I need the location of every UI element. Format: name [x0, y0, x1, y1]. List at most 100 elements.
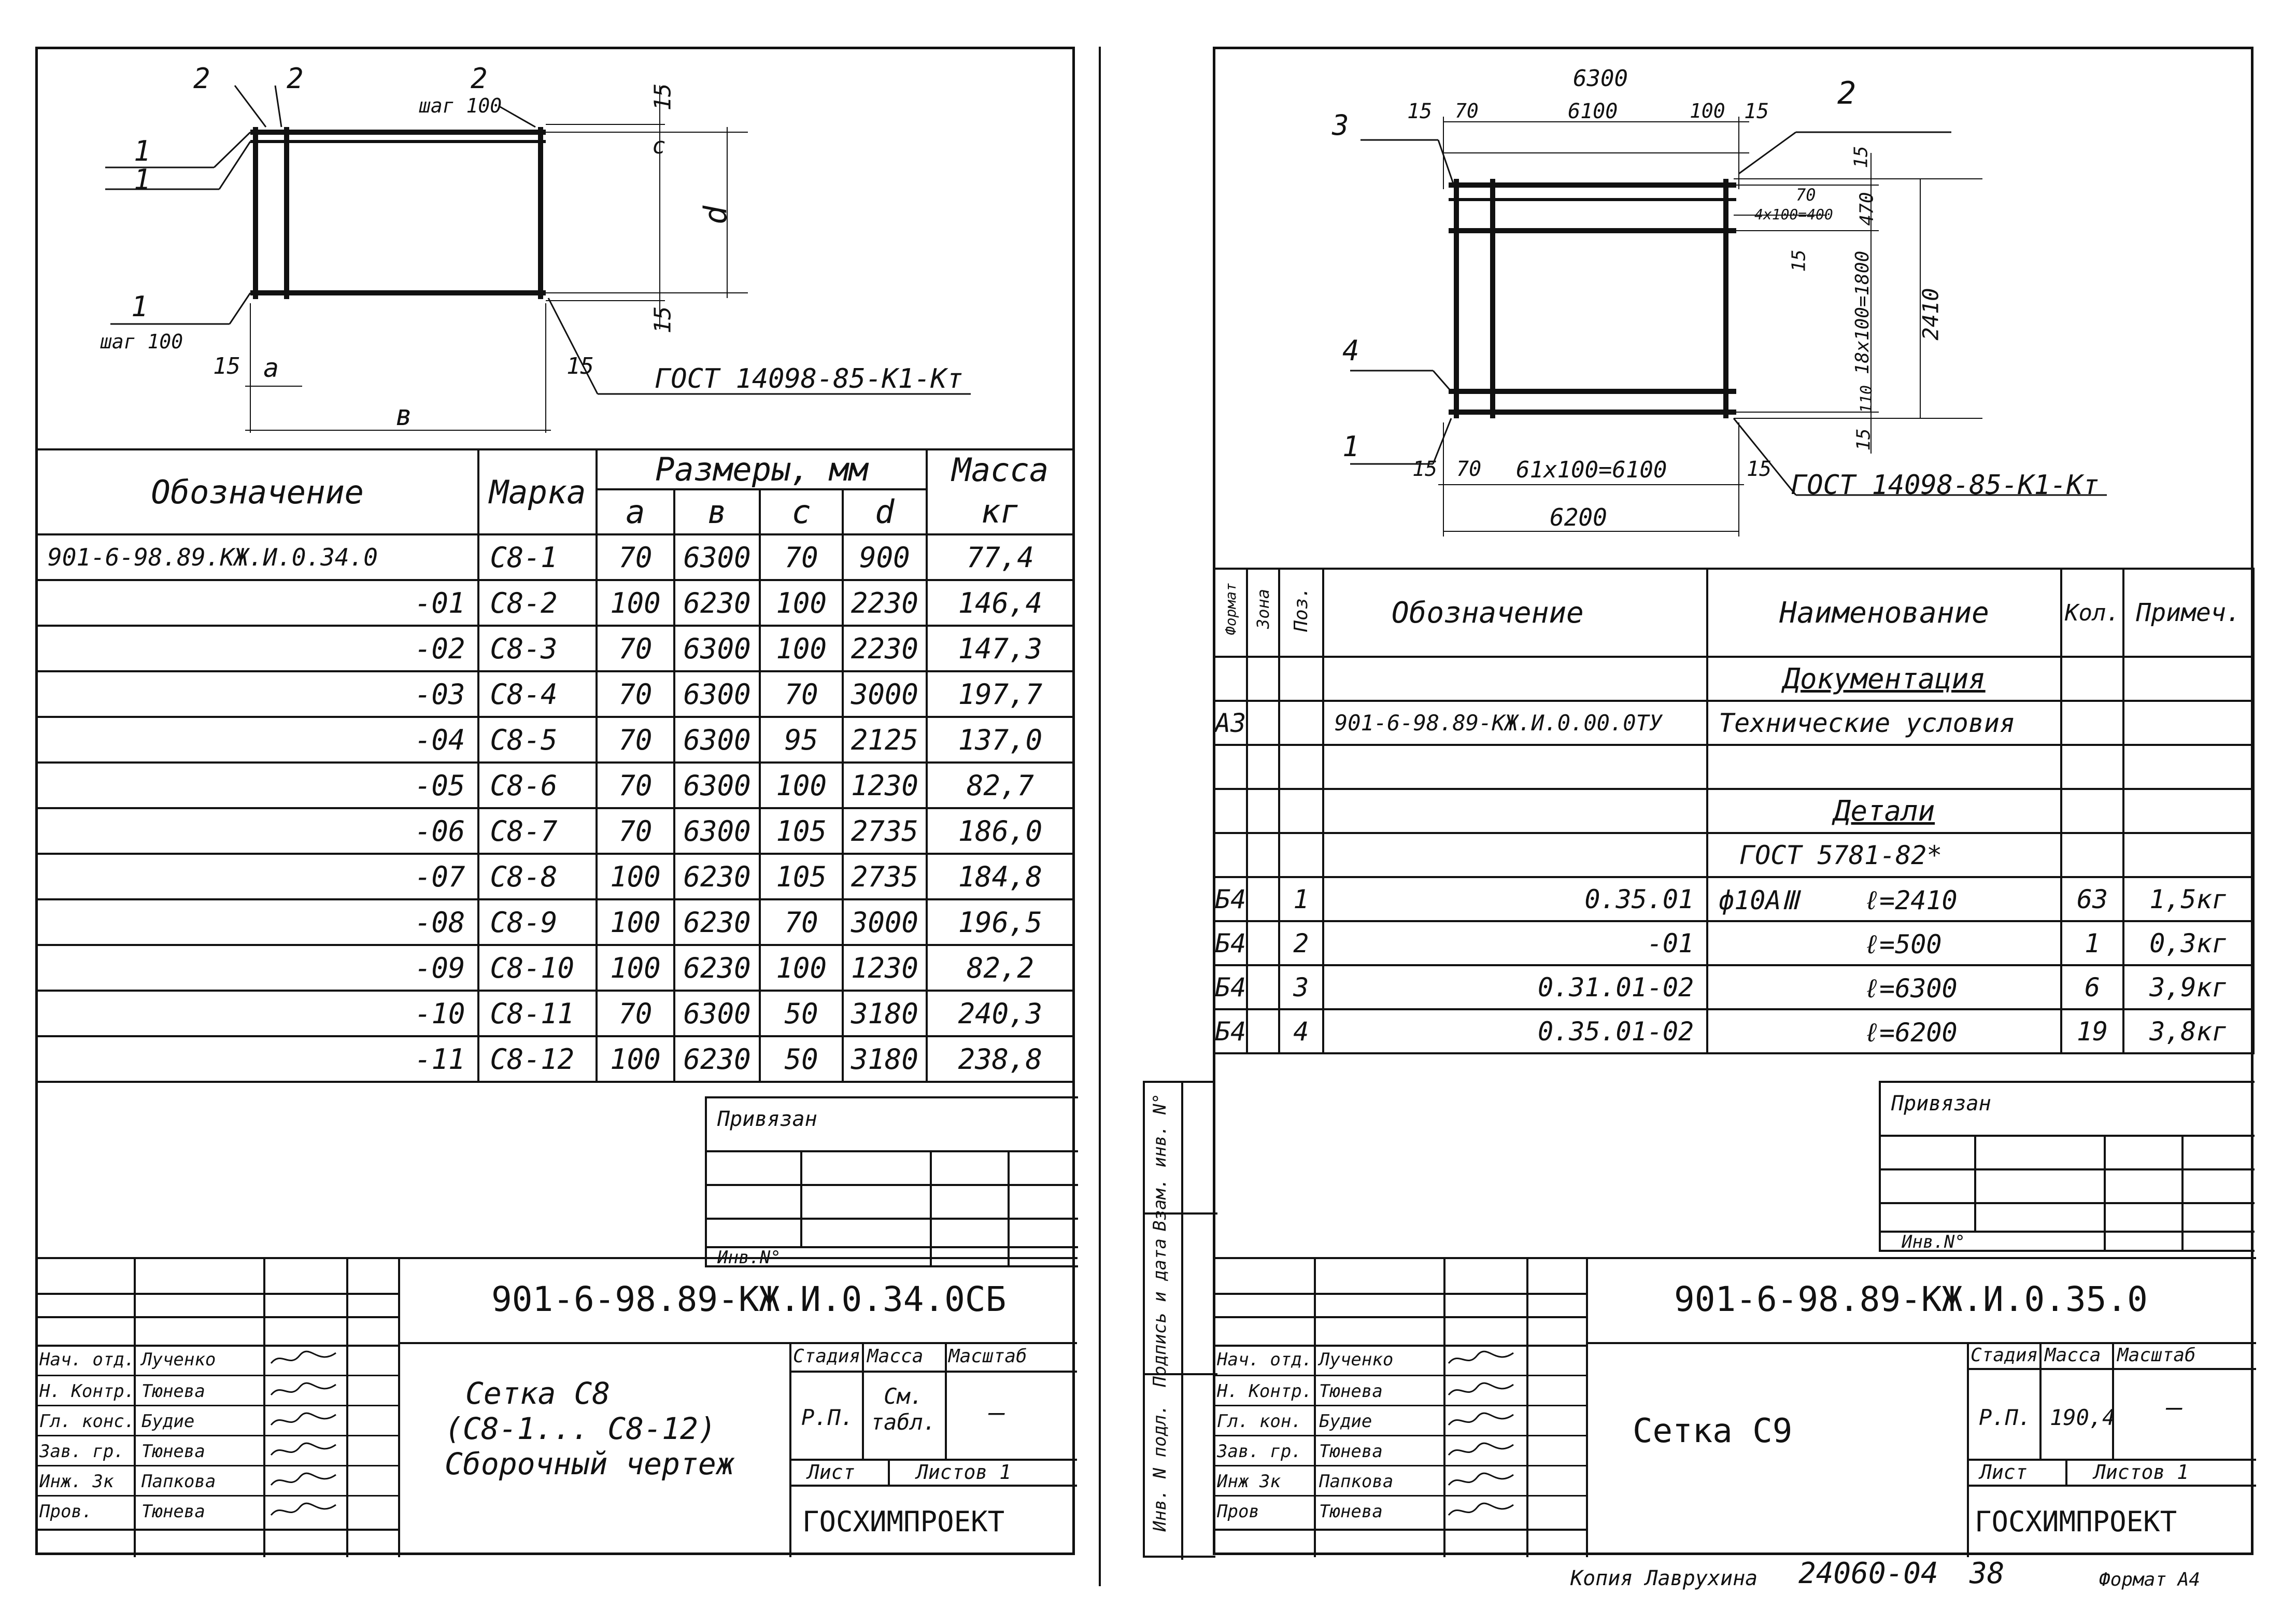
spec-cell-a: 100 — [596, 944, 675, 992]
pos-label-1b: 1 — [134, 163, 151, 196]
right-sheet: 6300 6100 15 70 100 15 3 2 15 70 4x100=4… — [1143, 47, 2256, 1560]
col-mass-unit: кг — [925, 489, 1075, 535]
signature-role: Н. Контр. — [1217, 1381, 1313, 1402]
item-name-right: Сетка С9 — [1633, 1412, 1793, 1450]
privyazan-block-left: Привязан Инв.N° — [705, 1096, 1078, 1267]
signature-scribble-icon — [268, 1348, 341, 1374]
spec-cell-b: 6230 — [673, 944, 761, 992]
col-qty: Кол. — [2060, 568, 2124, 658]
signature-scribble-icon — [1446, 1379, 1519, 1406]
dim-15-bottom-left: 15 — [213, 353, 240, 379]
dim-100-top: 100 — [1690, 100, 1725, 122]
sheet-divider — [1099, 47, 1101, 1586]
spec-cell-designation: -06 — [35, 807, 480, 855]
col-pos: Поз. — [1278, 568, 1324, 658]
col-b: в — [673, 488, 761, 535]
signature-name: Тюнева — [1319, 1501, 1383, 1522]
spec-cell-mark: С8-7 — [477, 807, 598, 855]
bom-cell-pos: 2 — [1278, 920, 1324, 966]
bom-cell-note: 0,3кг — [2122, 920, 2255, 966]
spec-cell-mark: С8-11 — [477, 990, 598, 1037]
spec-cell-c: 100 — [759, 625, 844, 672]
spec-cell-a: 100 — [596, 579, 675, 627]
signature-role: Н. Контр. — [39, 1381, 135, 1402]
signature-scribble-icon — [268, 1379, 341, 1406]
signature-name: Тюнева — [1319, 1441, 1383, 1462]
footer-copied: Копия Лаврухина — [1570, 1566, 1758, 1590]
spec-cell-d: 3180 — [841, 1035, 928, 1083]
spec-cell-mark: С8-4 — [477, 670, 598, 718]
spec-cell-mass: 82,2 — [925, 944, 1075, 992]
dim-4x100: 4x100=400 — [1754, 206, 1833, 223]
bom-cell-zone — [1246, 876, 1280, 922]
dim-15-right: 15 — [649, 306, 676, 334]
section-parts: Детали — [1706, 788, 2063, 834]
item-name-left-2: (С8-1... С8-12) — [445, 1411, 716, 1446]
doc-designation: 901-6-98.89-КЖ.И.0.00.0ТУ — [1322, 700, 1709, 746]
dim-15-bottom-left: 15 — [1412, 457, 1438, 481]
pos-label-2c: 2 — [471, 62, 488, 95]
spec-cell-c: 100 — [759, 761, 844, 809]
pos-label-3: 3 — [1332, 109, 1349, 142]
spec-cell-mass: 186,0 — [925, 807, 1075, 855]
spec-cell-d: 2125 — [841, 716, 928, 764]
sheet-label-left: Лист — [807, 1461, 855, 1484]
signature-name: Лученко — [141, 1349, 216, 1370]
spec-cell-designation: -05 — [35, 761, 480, 809]
spec-cell-b: 6230 — [673, 1035, 761, 1083]
spec-cell-b: 6300 — [673, 670, 761, 718]
spec-cell-c: 70 — [759, 533, 844, 581]
spec-cell-mark: С8-9 — [477, 898, 598, 946]
scale-header-left: Масштаб — [948, 1346, 1027, 1367]
spec-cell-designation: -02 — [35, 625, 480, 672]
spec-cell-mass: 146,4 — [925, 579, 1075, 627]
stage-value-right: Р.П. — [1979, 1405, 2032, 1430]
signature-row: Гл. кон.Будие — [1213, 1405, 1586, 1435]
stage-header-right: Стадия — [1971, 1345, 2038, 1366]
bom-cell-name: ℓ=6300 — [1706, 964, 2063, 1010]
signature-scribble-icon — [268, 1439, 341, 1466]
col-format: Формат — [1212, 568, 1249, 658]
signature-role: Зав. гр. — [1217, 1441, 1302, 1462]
signature-scribble-icon — [1446, 1409, 1519, 1436]
pos-label-2a: 2 — [193, 62, 210, 95]
bom-cell-qty: 63 — [2060, 876, 2124, 922]
spec-cell-a: 70 — [596, 533, 675, 581]
step-label-top: шаг 100 — [419, 94, 502, 117]
spec-cell-b: 6230 — [673, 898, 761, 946]
spec-cell-d: 1230 — [841, 944, 928, 992]
spec-cell-designation: 901-6-98.89.КЖ.И.0.34.0 — [35, 533, 480, 581]
col-sizes: Размеры, мм — [596, 448, 928, 490]
right-mesh-drawing — [1350, 117, 2107, 537]
pos-label-2b: 2 — [287, 62, 304, 95]
privyazan-label: Привязан — [717, 1107, 817, 1131]
stage-header-left: Стадия — [793, 1346, 861, 1367]
bom-cell-note: 3,8кг — [2122, 1008, 2255, 1054]
inv-label-right: Инв.N° — [1902, 1232, 1965, 1252]
signature-name: Папкова — [141, 1471, 216, 1492]
signature-row: Зав. гр. Тюнева — [1213, 1435, 1586, 1465]
bom-name-steel: ф10АⅢ — [1719, 885, 1799, 915]
spec-cell-mark: С8-12 — [477, 1035, 598, 1083]
bom-name-length: ℓ=500 — [1864, 929, 1942, 959]
bom-cell-name: ℓ=500 — [1706, 920, 2063, 966]
dim-15-r2: 15 — [1788, 249, 1810, 272]
bom-cell-designation: 0.35.01-02 — [1322, 1008, 1709, 1054]
spec-cell-d: 2230 — [841, 625, 928, 672]
signature-scribble-icon — [268, 1409, 341, 1436]
spec-cell-c: 50 — [759, 1035, 844, 1083]
spec-cell-mass: 184,8 — [925, 853, 1075, 900]
spec-cell-mass: 196,5 — [925, 898, 1075, 946]
spec-cell-d: 3000 — [841, 670, 928, 718]
spec-cell-a: 70 — [596, 990, 675, 1037]
